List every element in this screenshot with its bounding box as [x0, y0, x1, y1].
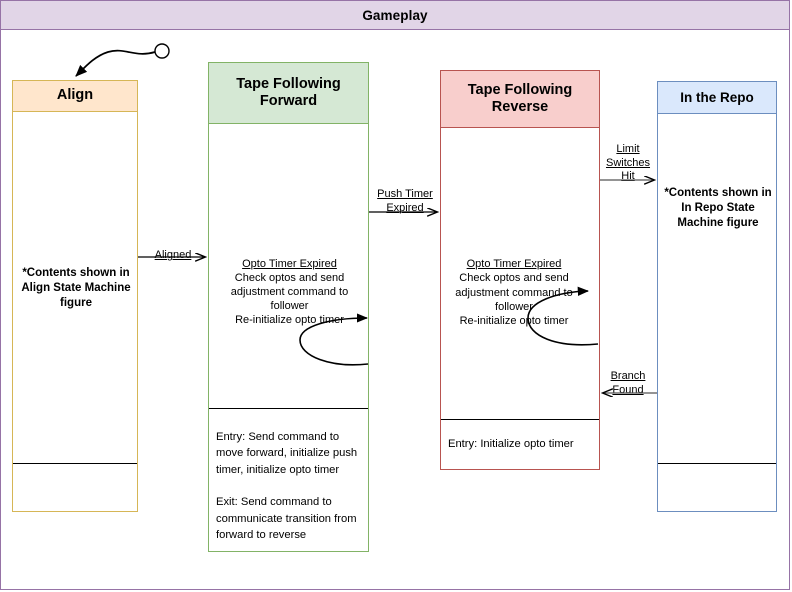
- state-divider-align: [13, 463, 137, 464]
- state-box-tape-following-reverse[interactable]: Tape Following Reverse Opto Timer Expire…: [440, 70, 600, 470]
- transition-label-aligned-text: Aligned: [154, 249, 192, 262]
- forward-transition-actions: Check optos and send adjustment command …: [230, 271, 349, 326]
- state-box-in-the-repo[interactable]: In the Repo *Contents shown in In Repo S…: [657, 81, 777, 512]
- state-header-in-the-repo: In the Repo: [658, 82, 776, 114]
- state-header-align: Align: [13, 81, 137, 112]
- gameplay-title-bar: Gameplay: [0, 0, 790, 30]
- transition-label-branch-found: Branch Found: [598, 357, 658, 397]
- state-divider-forward: [209, 408, 368, 409]
- transition-label-push-timer-expired-text: Push Timer Expired: [377, 188, 433, 214]
- reverse-transition-actions: Check optos and send adjustment command …: [455, 272, 573, 328]
- state-body-in-the-repo: *Contents shown in In Repo State Machine…: [664, 187, 772, 230]
- forward-transition-trigger: Opto Timer Expired: [242, 258, 337, 270]
- transition-label-aligned: Aligned: [138, 236, 208, 263]
- state-entry-exit-reverse: Entry: Initialize opto timer: [448, 438, 574, 450]
- reverse-transition-trigger: Opto Timer Expired: [466, 258, 562, 270]
- page-title: Gameplay: [362, 7, 428, 23]
- state-box-align[interactable]: Align *Contents shown in Align State Mac…: [12, 80, 138, 512]
- transition-label-push-timer-expired: Push Timer Expired: [364, 175, 446, 215]
- state-box-tape-following-forward[interactable]: Tape Following Forward Opto Timer Expire…: [208, 62, 369, 552]
- transition-label-branch-found-text: Branch Found: [610, 370, 646, 396]
- state-divider-repo: [658, 463, 776, 464]
- state-header-tape-following-forward: Tape Following Forward: [209, 63, 368, 124]
- state-transition-text-forward: Opto Timer Expired Check optos and send …: [213, 258, 366, 328]
- state-header-tape-following-reverse: Tape Following Reverse: [441, 71, 599, 128]
- state-transition-text-reverse: Opto Timer Expired Check optos and send …: [455, 257, 573, 328]
- state-entry-exit-forward: Entry: Send command to move forward, ini…: [216, 431, 358, 542]
- transition-label-limit-switches-hit: Limit Switches Hit: [598, 130, 658, 184]
- state-body-align: *Contents shown in Align State Machine f…: [21, 267, 131, 310]
- state-divider-reverse: [441, 419, 599, 420]
- transition-label-limit-switches-hit-text: Limit Switches Hit: [605, 143, 651, 183]
